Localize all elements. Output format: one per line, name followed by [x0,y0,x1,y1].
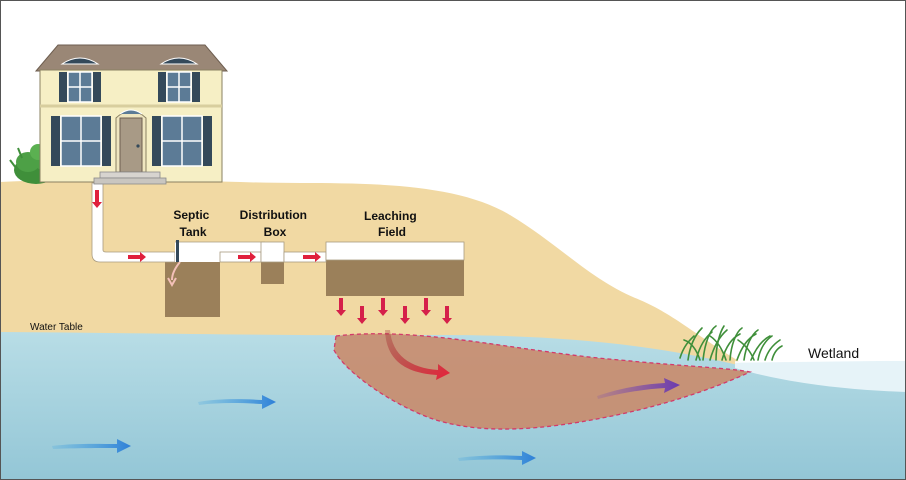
water-table-label: Water Table [30,322,83,333]
wetland-vegetation [679,325,783,361]
distribution-box-label-line1: Distribution [240,208,307,222]
septic-tank-label-line2: Tank [179,225,206,239]
effluent-flow-arrows [92,190,321,262]
plume-red-arrow [385,330,450,380]
septic-tank-label-line1: Septic [173,208,209,222]
groundwater-flow-arrows [52,395,536,465]
distribution-box-label: Distribution Box [240,208,311,239]
distribution-box-label-line2: Box [264,225,287,239]
house [34,44,229,185]
settling-arrow [171,261,181,281]
distribution-box [261,262,284,284]
tank-baffle [176,240,179,262]
septic-tank-label: Septic Tank [173,208,212,239]
septic-tank [165,262,220,317]
contamination-plume [333,333,753,430]
wetland-label: Wetland [808,345,859,361]
leaching-field-label: Leaching Field [364,209,420,239]
wetland-water [735,360,906,392]
plume-purple-arrow [597,378,680,399]
leaching-field-bed [326,260,464,296]
leaching-arrows [336,298,452,324]
leaching-field-label-line2: Field [378,225,406,239]
leaching-field-label-line1: Leaching [364,209,417,223]
